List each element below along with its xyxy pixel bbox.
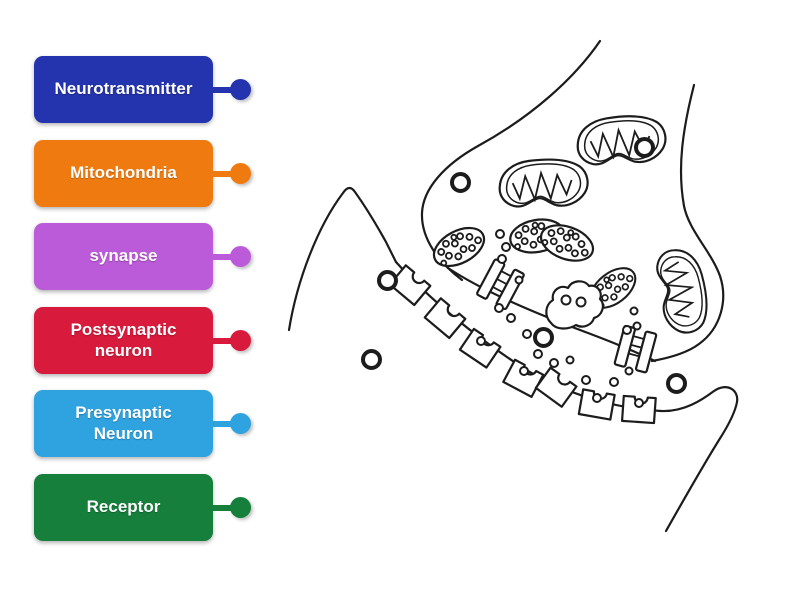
drop-zone-3[interactable] <box>377 270 398 291</box>
connector-knob[interactable] <box>230 413 251 434</box>
label-text: Mitochondria <box>70 163 177 183</box>
label-chip-synapse[interactable]: synapse <box>34 223 251 290</box>
connector-knob[interactable] <box>230 330 251 351</box>
connector-stem <box>212 337 232 344</box>
connector-knob[interactable] <box>230 163 251 184</box>
drop-zone-5[interactable] <box>533 327 554 348</box>
label-chip-receptor[interactable]: Receptor <box>34 474 251 541</box>
label-chip-postsynaptic-neuron[interactable]: Postsynaptic neuron <box>34 307 251 374</box>
label-chip-neurotransmitter[interactable]: Neurotransmitter <box>34 56 251 123</box>
connector-knob[interactable] <box>230 79 251 100</box>
drop-zone-1[interactable] <box>450 172 471 193</box>
label-text: synapse <box>89 246 158 266</box>
label-text: Receptor <box>86 497 161 517</box>
connector-knob[interactable] <box>230 246 251 267</box>
label-chip-mitochondria[interactable]: Mitochondria <box>34 140 251 207</box>
label-text: Presynaptic Neuron <box>75 402 172 443</box>
drop-zone-4[interactable] <box>361 349 382 370</box>
connector-stem <box>212 504 232 511</box>
drop-zone-2[interactable] <box>634 137 655 158</box>
drop-zone-6[interactable] <box>666 373 687 394</box>
label-chip-presynaptic-neuron[interactable]: Presynaptic Neuron <box>34 390 251 457</box>
connector-stem <box>212 420 232 427</box>
connector-stem <box>212 170 232 177</box>
connector-stem <box>212 86 232 93</box>
label-text: Postsynaptic neuron <box>70 319 177 360</box>
connector-knob[interactable] <box>230 497 251 518</box>
label-text: Neurotransmitter <box>54 79 193 99</box>
connector-stem <box>212 253 232 260</box>
